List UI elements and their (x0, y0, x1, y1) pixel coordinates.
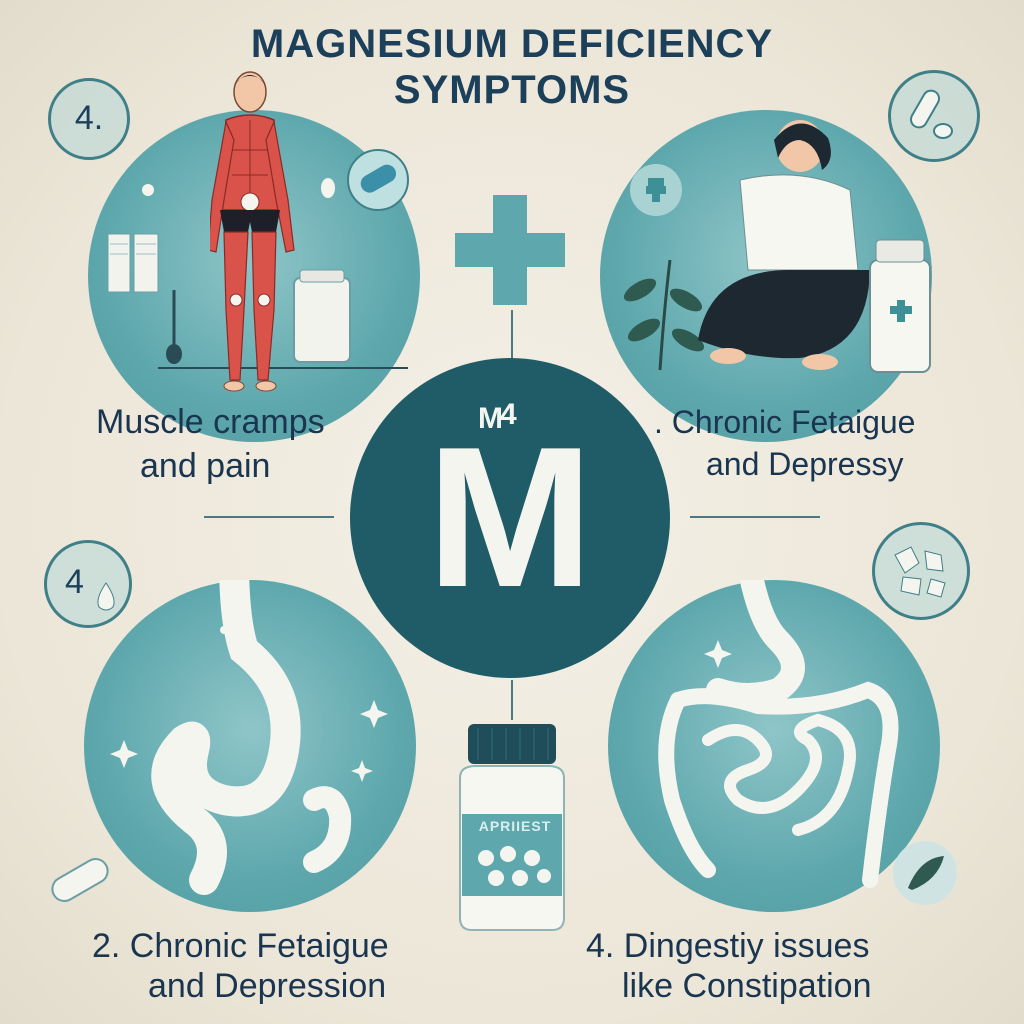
stomach-icon (110, 545, 388, 895)
supplement-bottle-icon (459, 724, 565, 931)
pill-badge-top-right (888, 70, 980, 162)
label-fatigue-top-line2: and Depressy (706, 446, 904, 482)
number-badge-top-left: 4. (48, 78, 130, 160)
leaf-icon (893, 841, 957, 905)
label-fatigue-bottom-line2: and Depression (148, 967, 387, 1005)
connector-right (690, 516, 820, 518)
muscular-body-icon (107, 149, 409, 369)
crystal-badge-right (872, 522, 970, 620)
bottle-label: APRIIEST (478, 818, 552, 834)
capsule-icon (347, 149, 409, 211)
label-muscle-cramps-line1: Muscle cramps (96, 403, 325, 441)
intestines-icon (658, 548, 899, 888)
number-badge-mid-left: 4 (44, 540, 132, 628)
medical-cross-icon (455, 195, 565, 305)
label-digestive-line2: like Constipation (622, 967, 872, 1005)
magnesium-superscript-prefix: M (478, 402, 503, 435)
stomach-illustration (84, 545, 416, 912)
pill-icon (910, 89, 953, 139)
crystals-icon (894, 546, 946, 598)
title-line-1: MAGNESIUM DEFICIENCY (250, 22, 774, 66)
magnesium-badge: M 4 M (350, 358, 670, 678)
magnesium-superscript: 4 (500, 398, 517, 431)
title-line-2: SYMPTOMS (393, 68, 631, 112)
badge-number: 4. (74, 99, 104, 137)
label-fatigue-bottom-line1: 2. Chronic Fetaigue (92, 927, 389, 965)
digestive-illustration (608, 548, 940, 912)
connector-left (204, 516, 334, 518)
magnesium-letter: M (426, 406, 594, 629)
connector-bottom (511, 680, 513, 720)
tired-woman-icon (623, 120, 931, 373)
person-head-icon (210, 71, 295, 392)
label-fatigue-top-line1: . Chronic Fetaigue (654, 404, 916, 440)
label-muscle-cramps-line2: and pain (140, 447, 271, 485)
droplet-icon (97, 582, 115, 611)
badge-number: 4 (65, 563, 84, 601)
label-digestive-line1: 4. Dingestiy issues (586, 927, 870, 965)
connector-top (511, 310, 513, 360)
capsule-icon (51, 858, 109, 902)
fatigue-illustration (600, 110, 932, 442)
